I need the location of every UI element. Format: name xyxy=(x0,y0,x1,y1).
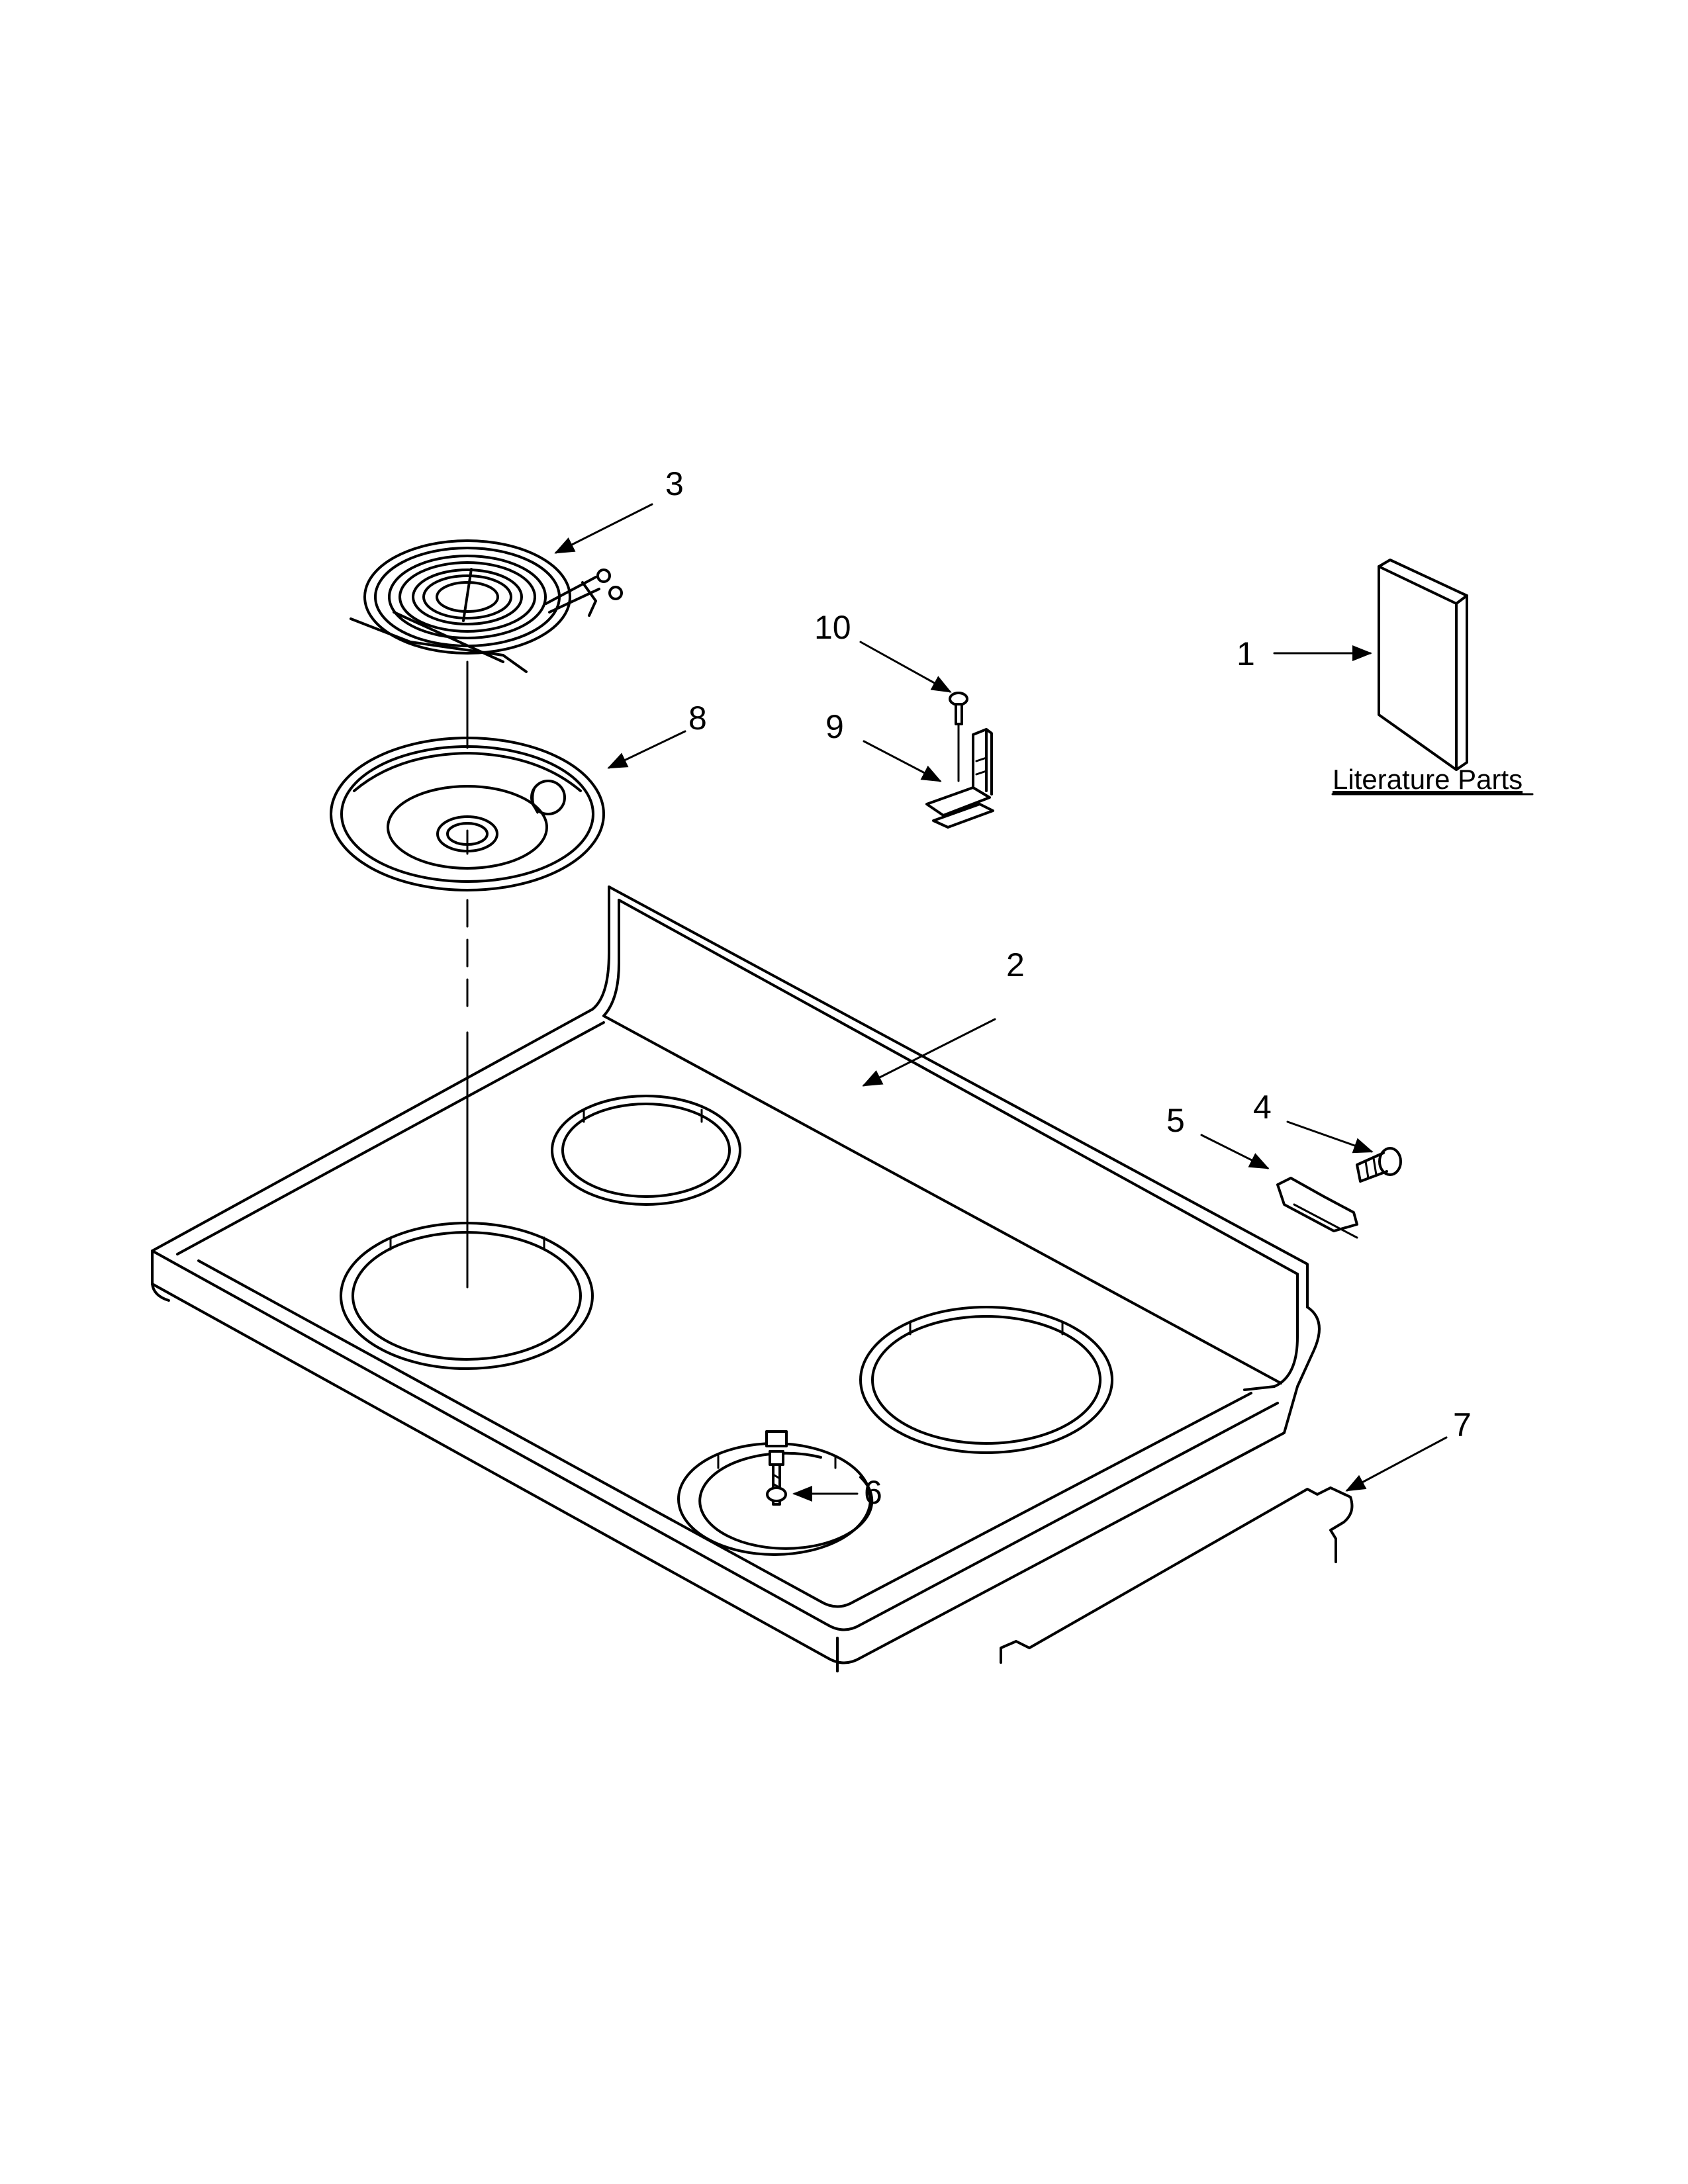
callout-7: 7 xyxy=(1453,1406,1472,1443)
literature-parts-label: Literature Parts xyxy=(1333,764,1523,795)
hinge-bracket-part-5 xyxy=(1276,1177,1358,1239)
screw-part-4 xyxy=(1356,1147,1402,1183)
surface-burner-element xyxy=(350,539,623,673)
callout-9: 9 xyxy=(825,708,844,745)
callout-8: 8 xyxy=(688,700,707,737)
callout-3: 3 xyxy=(665,465,684,502)
drip-bowl xyxy=(330,737,605,891)
support-rod-part-7 xyxy=(1000,1486,1354,1664)
burner-opening-rear-left xyxy=(551,1095,741,1206)
callout-1: 1 xyxy=(1237,635,1255,672)
cooktop-main-top xyxy=(151,886,1321,1672)
burner-opening-rear-right xyxy=(859,1306,1113,1454)
literature-parts-booklet xyxy=(1378,559,1468,771)
callout-10: 10 xyxy=(814,609,851,646)
burner-bracket xyxy=(925,728,994,829)
callout-5: 5 xyxy=(1166,1102,1185,1139)
screw-part-10 xyxy=(949,692,968,782)
callout-4: 4 xyxy=(1253,1089,1272,1126)
callout-leaders xyxy=(554,503,1448,1502)
screw-part-6 xyxy=(766,1450,787,1506)
burner-opening-front-right xyxy=(677,1430,874,1556)
callout-2: 2 xyxy=(1006,946,1025,983)
callout-6: 6 xyxy=(864,1474,882,1511)
